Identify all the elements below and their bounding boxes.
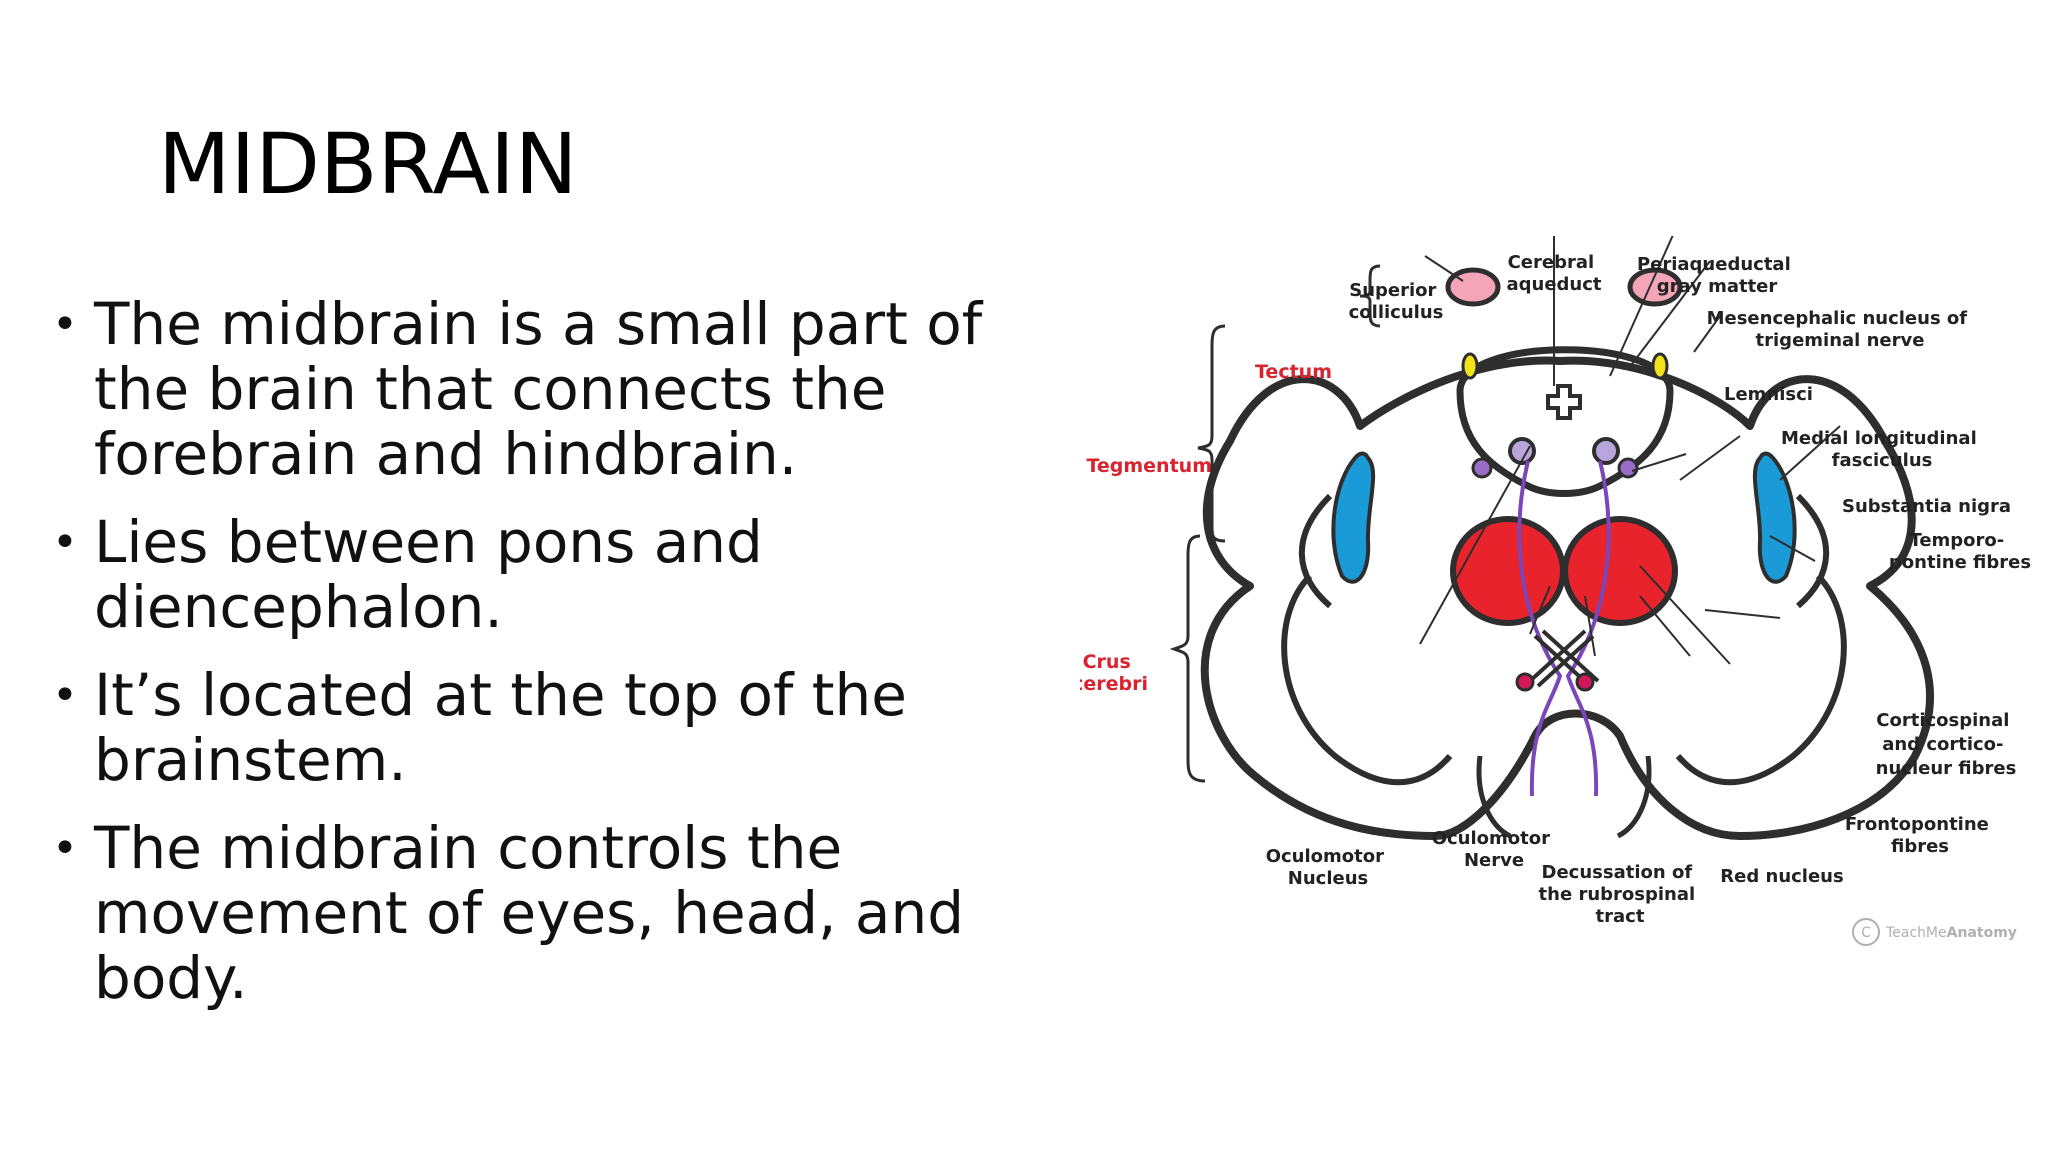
copyright-symbol: C <box>1861 925 1871 941</box>
midbrain-diagram: Superior colliculus Cerebral aqueduct Pe… <box>1080 236 2048 956</box>
decussation-cross <box>1528 629 1600 688</box>
bullet-text: It’s located at the top of the brainstem… <box>94 661 907 794</box>
substantia-nigra-right <box>1752 451 1797 584</box>
red-nucleus-left <box>1450 516 1566 626</box>
tract-left <box>1517 460 1563 797</box>
crus-curve-right <box>1675 573 1847 786</box>
bullet-text: The midbrain controls the movement of ey… <box>94 814 965 1012</box>
label-tegmentum: Tegmentum <box>1086 455 1212 477</box>
bullet-text: The midbrain is a small part of the brai… <box>94 290 983 488</box>
red-nucleus-right <box>1562 516 1678 626</box>
bullet-dot-icon: • <box>52 517 78 568</box>
mesencephalic-nucleus-left <box>1461 352 1479 380</box>
leader-lines <box>1419 236 1841 665</box>
label-red-nucleus: Red nucleus <box>1720 866 1843 887</box>
mesencephalic-nucleus-right <box>1651 352 1669 380</box>
label-mesencephalic: Mesencephalic nucleus of trigeminal nerv… <box>1707 308 1974 351</box>
bullet-dot-icon: • <box>52 823 78 874</box>
label-corticospinal: Corticospinal and cortico- nucleur fibre… <box>1876 710 2017 779</box>
ventral-line-left <box>1476 755 1512 839</box>
mlf-left <box>1471 457 1493 479</box>
crus-curve-left <box>1281 573 1453 786</box>
ventral-line-right <box>1616 755 1652 839</box>
substantia-nigra-left <box>1331 451 1376 584</box>
label-mlf: Medial longitudinal fasciculus <box>1781 428 1983 471</box>
label-cerebral-aqueduct: Cerebral aqueduct <box>1506 252 1601 295</box>
label-lemnisci: Lemnisci <box>1724 384 1813 405</box>
decussation-dot-left <box>1515 672 1535 692</box>
tract-right <box>1565 460 1611 797</box>
label-superior-colliculus: Superior colliculus <box>1349 280 1444 323</box>
bullet-item: • The midbrain is a small part of the bra… <box>52 292 1082 487</box>
copyright-icon <box>1852 918 1880 946</box>
decussation-dot-right <box>1575 672 1595 692</box>
bullet-list: • The midbrain is a small part of the bra… <box>52 292 1082 1034</box>
bullet-text: Lies between pons and diencephalon. <box>94 508 763 641</box>
cerebral-aqueduct-icon <box>1546 384 1582 420</box>
label-temporo: Temporo- pontine fibres <box>1889 530 2031 573</box>
oculomotor-nucleus-right <box>1592 437 1620 465</box>
bullet-dot-icon: • <box>52 670 78 721</box>
slide-title: MIDBRAIN <box>158 115 578 213</box>
bullet-item: • Lies between pons and diencephalon. <box>52 510 1082 640</box>
label-oculomotor-nucleus: Oculomotor Nucleus <box>1266 846 1391 889</box>
midbrain-outline <box>1200 356 1934 840</box>
tegmentum-inner-left <box>1298 493 1333 609</box>
oculomotor-nucleus-left <box>1508 437 1536 465</box>
bullet-item: • The midbrain controls the movement of e… <box>52 816 1082 1011</box>
tectum-bracket <box>1359 264 1381 328</box>
label-periaqueductal: Periaqueductal gray matter <box>1637 254 1797 297</box>
label-oculomotor-nerve: Oculomotor Nerve <box>1432 828 1557 871</box>
label-substantia-nigra: Substantia nigra <box>1842 496 2011 517</box>
tegmentum-inner-right <box>1795 493 1830 609</box>
label-decussation: Decussation of the rubrospinal tract <box>1539 862 1702 927</box>
label-crus-cerebri: Crus cerebri <box>1080 651 1148 695</box>
label-frontopontine: Frontopontine fibres <box>1845 814 1995 857</box>
tegmentum-bracket <box>1197 324 1226 543</box>
bullet-dot-icon: • <box>52 299 78 350</box>
superior-colliculus-right <box>1627 267 1683 307</box>
bullet-item: • It’s located at the top of the brainste… <box>52 663 1082 793</box>
mlf-right <box>1617 457 1639 479</box>
crus-cerebri-bracket <box>1169 534 1206 783</box>
watermark: TeachMeAnatomy <box>1885 925 2017 941</box>
label-tectum: Tectum <box>1255 361 1332 383</box>
